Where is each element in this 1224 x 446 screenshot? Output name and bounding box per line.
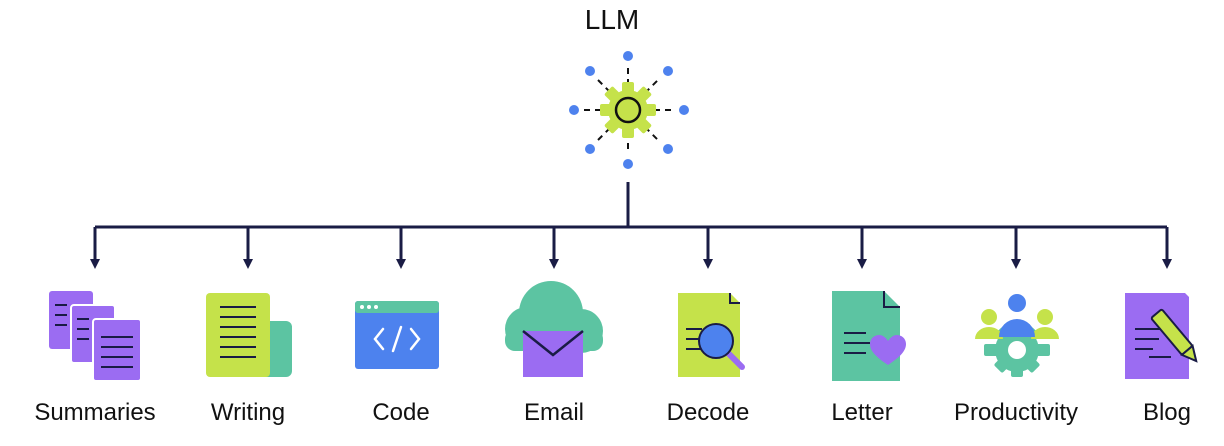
item-label-writing: Writing [210,399,286,426]
blog-icon [1125,293,1198,379]
connector-lines [95,182,1167,229]
code-icon [355,301,439,369]
item-label-productivity: Productivity [953,399,1079,426]
item-label-blog: Blog [1142,399,1192,426]
diagram-title: LLM [584,4,640,35]
llm-hub-icon [569,51,689,169]
item-label-summaries: Summaries [34,399,156,426]
item-label-decode: Decode [666,399,750,426]
productivity-icon [975,294,1059,377]
writing-icon [206,293,292,377]
item-label-email: Email [523,399,584,426]
item-label-letter: Letter [831,399,893,426]
connector-arrows [90,227,1172,269]
letter-icon [832,291,906,381]
summaries-icon [49,291,142,382]
email-icon [505,281,603,377]
decode-icon [678,293,745,377]
item-label-code: Code [372,399,430,426]
